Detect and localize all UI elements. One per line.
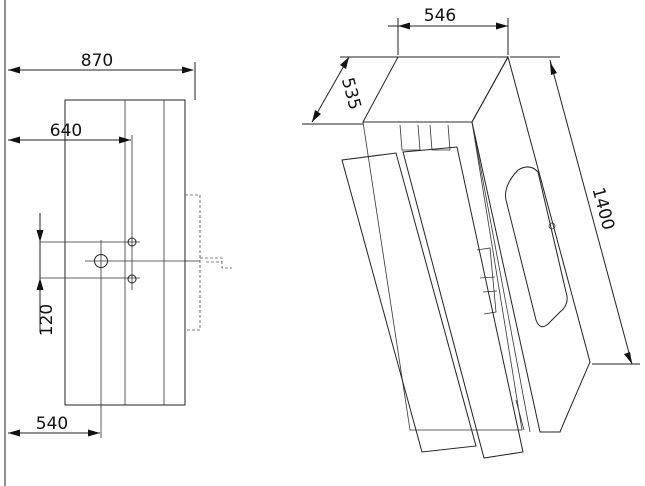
iso-door-panel-right: [402, 146, 524, 459]
iso-tap-hole: [548, 222, 556, 230]
iso-door-panel-left: [341, 152, 477, 453]
tap-hole-lower: [127, 274, 137, 284]
iso-top-surface: [362, 56, 509, 123]
dimension-870: 870: [8, 51, 196, 100]
dimension-535: 535: [302, 56, 398, 125]
dimension-1400: 1400: [510, 56, 640, 365]
dimension-546: 546: [388, 6, 509, 55]
dimension-640: 640: [8, 121, 131, 144]
front-view: 870 640 120 540: [8, 51, 232, 438]
dim-label-640: 640: [50, 121, 82, 141]
dimension-540: 540: [8, 414, 100, 437]
iso-cabinet-body: [362, 121, 523, 431]
tap-hole-upper: [127, 237, 137, 247]
iso-sink-cutout: [505, 166, 568, 328]
hidden-pipe: [200, 257, 232, 269]
dim-label-535: 535: [337, 75, 365, 112]
iso-view: 546 535 1400: [302, 6, 640, 459]
dim-label-540: 540: [36, 414, 68, 434]
iso-counter-board: [471, 55, 591, 433]
dim-label-870: 870: [81, 51, 113, 71]
dim-label-546: 546: [424, 6, 456, 26]
dimension-120: 120: [36, 213, 57, 336]
dim-label-1400: 1400: [588, 185, 619, 232]
dim-label-120: 120: [37, 304, 57, 336]
hidden-outline: [185, 194, 201, 331]
drain-hole: [94, 254, 108, 268]
